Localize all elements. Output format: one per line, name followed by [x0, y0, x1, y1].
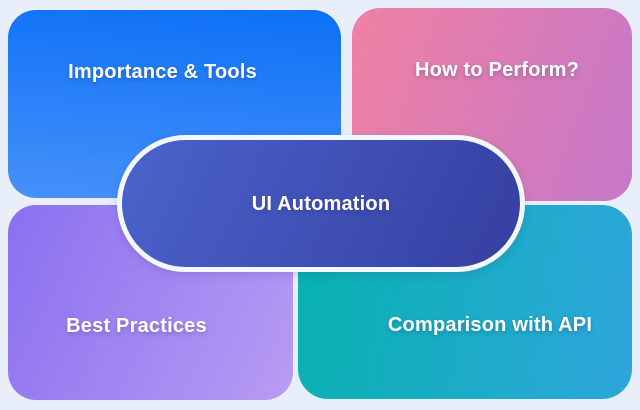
center-node-label: UI Automation: [251, 192, 391, 215]
node-comparison-with-api: Comparison with API: [298, 205, 632, 399]
node-label-importance-tools: Importance & Tools: [68, 61, 257, 83]
node-label-best-practices: Best Practices: [66, 315, 207, 337]
node-label-how-to-perform: How to Perform?: [414, 59, 580, 81]
center-node-ui-automation: UI Automation: [117, 135, 525, 272]
node-label-comparison-with-api: Comparison with API: [387, 314, 593, 336]
